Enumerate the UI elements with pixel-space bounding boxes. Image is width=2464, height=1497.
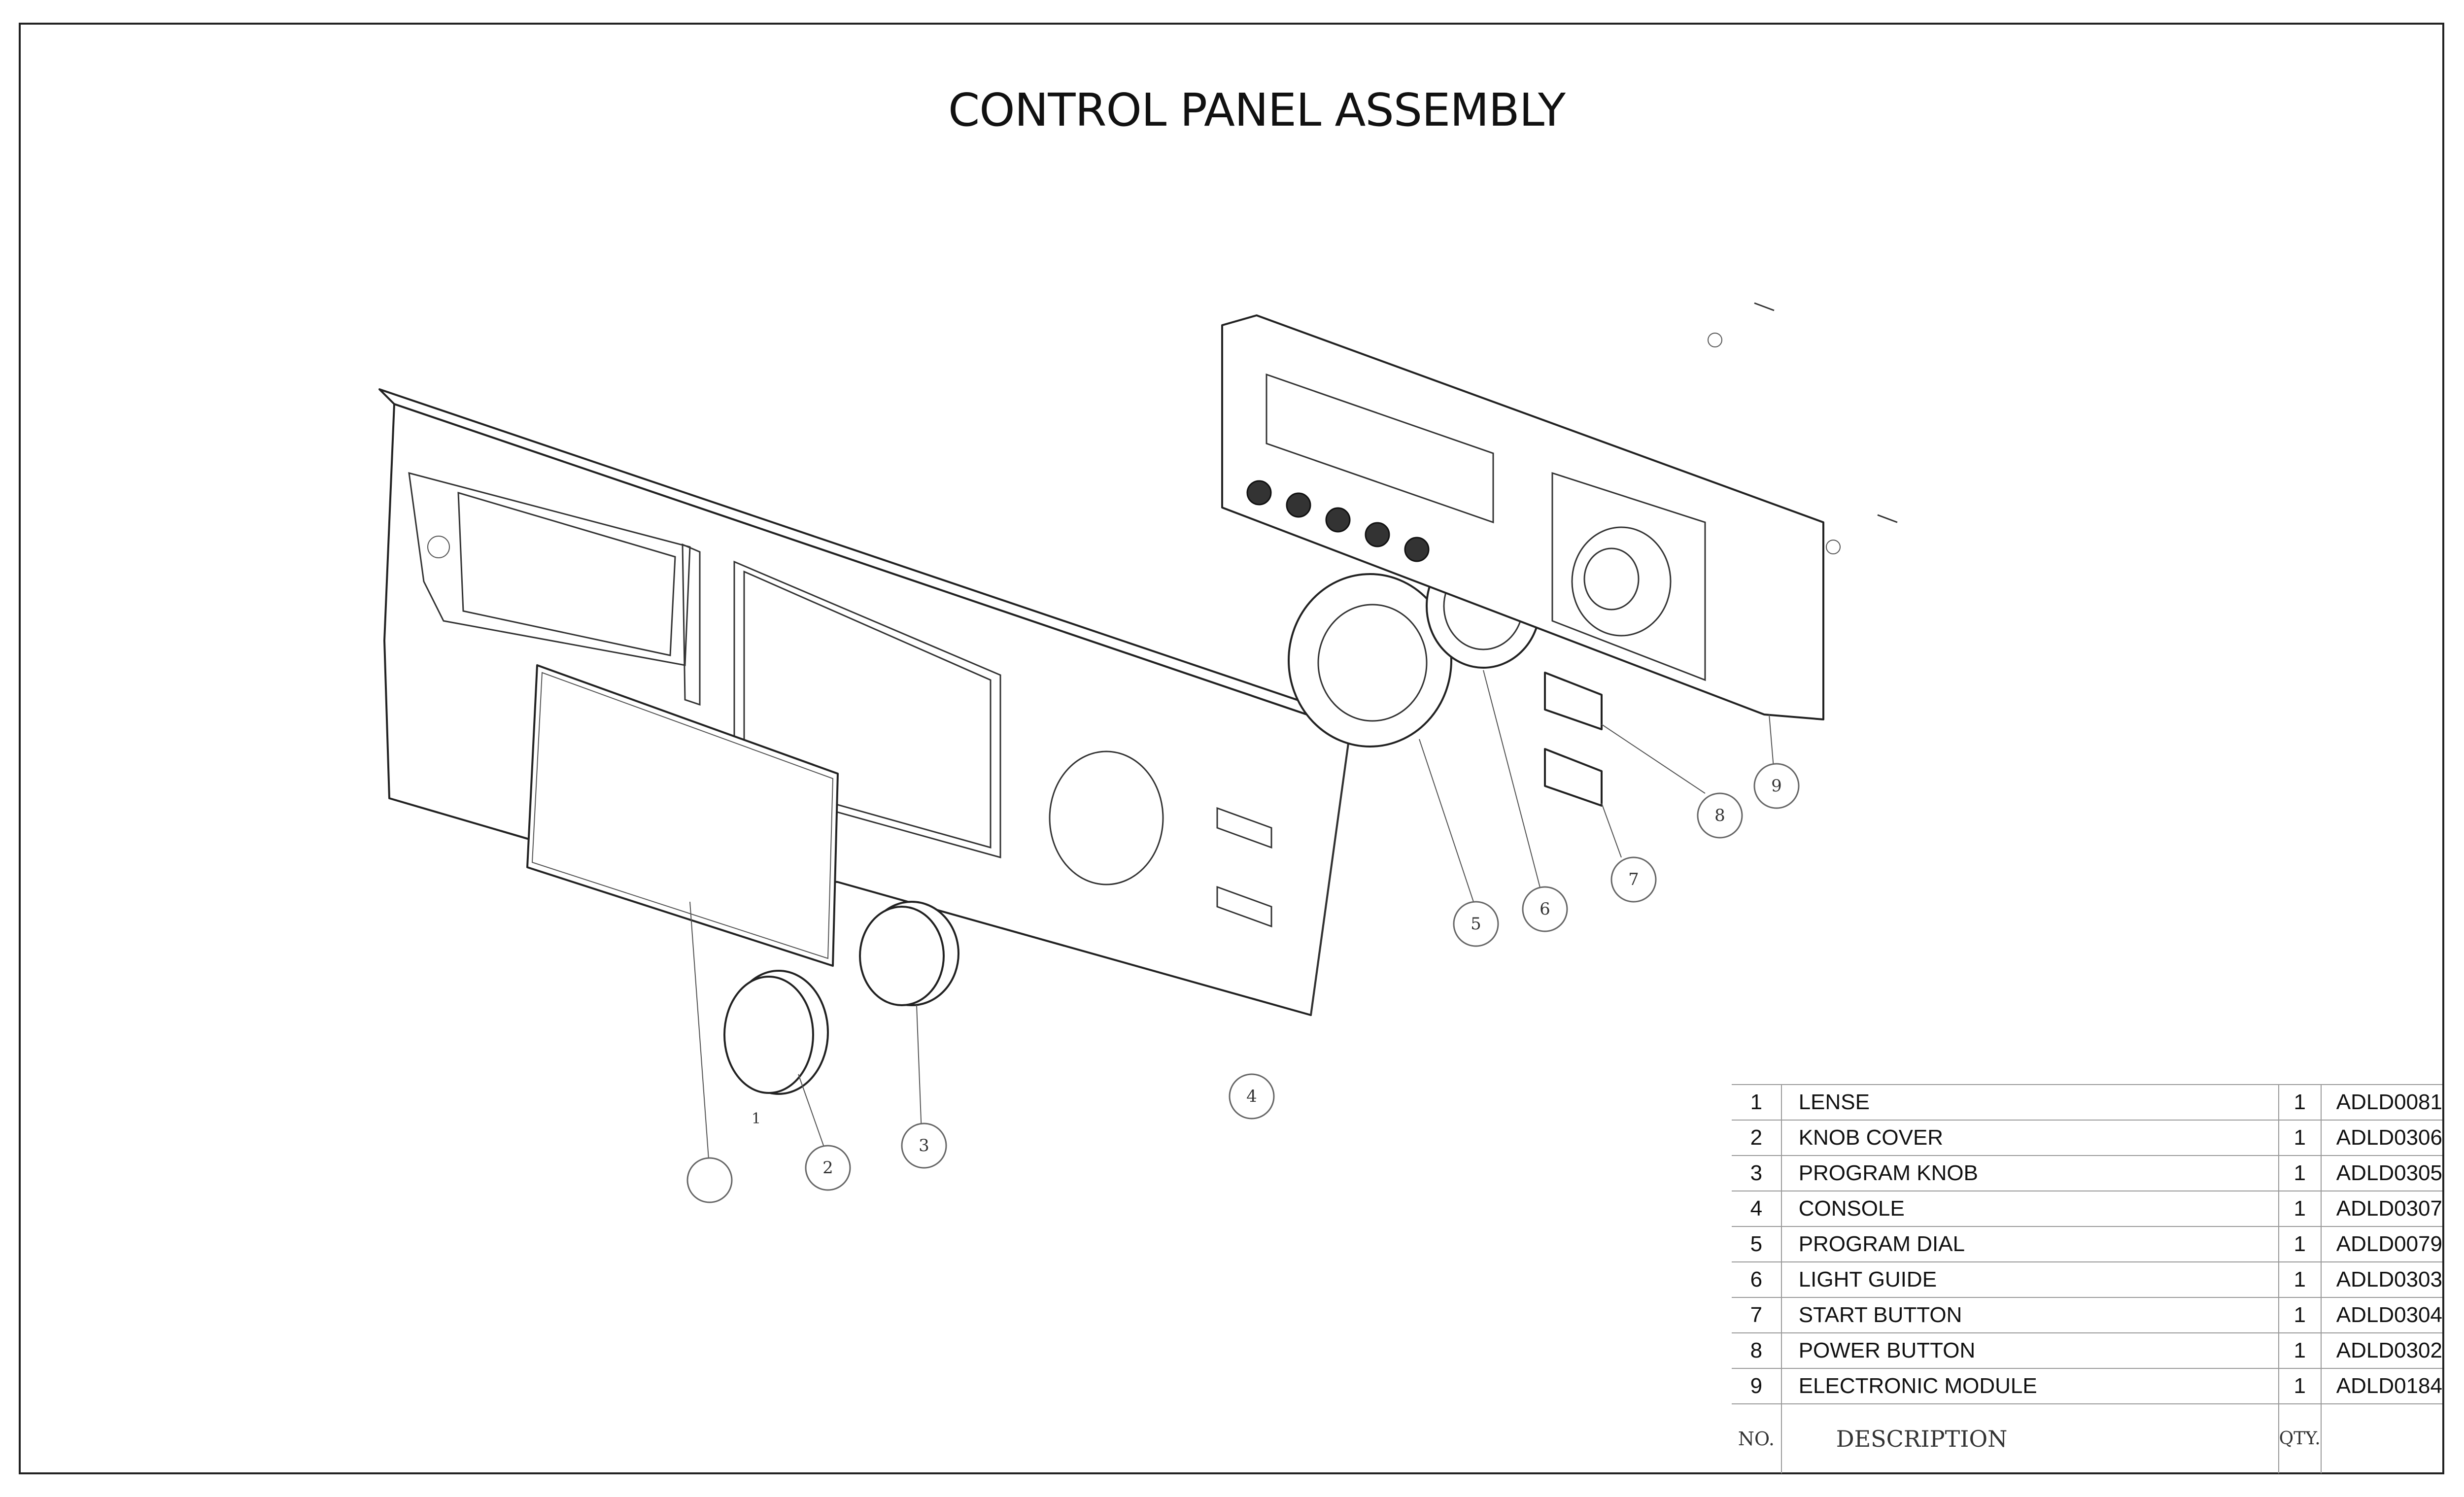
part-quantity: 1	[2278, 1191, 2322, 1226]
part-quantity: 1	[2278, 1332, 2322, 1368]
program-knob-part	[859, 901, 959, 1134]
part-code: ADLD0307	[2321, 1191, 2442, 1226]
drawing-title: CONTROL PANEL ASSEMBLY	[948, 84, 1566, 136]
part-quantity: 1	[2278, 1226, 2322, 1262]
header-qty: QTY.	[2278, 1403, 2322, 1473]
callout-8: 8	[1697, 792, 1743, 839]
part-quantity: 1	[2278, 1261, 2322, 1297]
part-description: POWER BUTTON	[1781, 1332, 2279, 1368]
part-quantity: 1	[2278, 1297, 2322, 1333]
part-description: KNOB COVER	[1781, 1120, 2279, 1156]
part-description: LIGHT GUIDE	[1781, 1261, 2279, 1297]
part-description: PROGRAM DIAL	[1781, 1226, 2279, 1262]
callout-5: 5	[1453, 901, 1499, 947]
part-code: ADLD0184	[2321, 1368, 2442, 1404]
callout-1-label: 1	[752, 1110, 761, 1127]
part-quantity: 1	[2278, 1368, 2322, 1404]
callout-4: 4	[1229, 1073, 1275, 1120]
header-description: DESCRIPTION	[1781, 1403, 2279, 1473]
svg-text:3: 3	[919, 1136, 929, 1156]
part-number: 8	[1732, 1332, 1782, 1368]
part-description: LENSE	[1781, 1084, 2279, 1120]
part-number: 2	[1732, 1120, 1782, 1156]
callout-7: 7	[1610, 856, 1657, 903]
console-part	[378, 388, 1351, 1016]
svg-text:8: 8	[1714, 806, 1725, 825]
knob-cover-part	[723, 970, 829, 1158]
part-quantity: 1	[2278, 1084, 2322, 1120]
callout-9: 9	[1753, 763, 1800, 809]
svg-text:5: 5	[1471, 914, 1481, 934]
part-number: 5	[1732, 1226, 1782, 1262]
part-number: 4	[1732, 1191, 1782, 1226]
drawing-frame	[19, 23, 2444, 1474]
part-number: 9	[1732, 1368, 1782, 1404]
part-description: START BUTTON	[1781, 1297, 2279, 1333]
part-number: 3	[1732, 1155, 1782, 1191]
header-code	[2321, 1403, 2442, 1473]
header-no: NO.	[1732, 1403, 1782, 1473]
svg-text:6: 6	[1540, 899, 1550, 919]
callout-6: 6	[1522, 886, 1568, 932]
power-button-part	[1544, 672, 1706, 794]
part-code: ADLD0306	[2321, 1120, 2442, 1156]
svg-text:7: 7	[1628, 870, 1639, 889]
part-description: ELECTRONIC MODULE	[1781, 1368, 2279, 1404]
start-button-part	[1544, 748, 1622, 858]
part-number: 7	[1732, 1297, 1782, 1333]
electronic-module-part	[1221, 302, 1898, 774]
callout-3: 3	[901, 1123, 947, 1169]
part-code: ADLD0305	[2321, 1155, 2442, 1191]
part-quantity: 1	[2278, 1120, 2322, 1156]
part-number: 6	[1732, 1261, 1782, 1297]
svg-text:9: 9	[1771, 776, 1782, 796]
part-code: ADLD0302	[2321, 1332, 2442, 1368]
part-quantity: 1	[2278, 1155, 2322, 1191]
callout-1	[686, 1157, 733, 1203]
part-code: ADLD0304	[2321, 1297, 2442, 1333]
svg-text:2: 2	[822, 1158, 833, 1178]
part-description: PROGRAM KNOB	[1781, 1155, 2279, 1191]
callout-2: 2	[805, 1145, 851, 1191]
program-dial-part	[1288, 573, 1474, 902]
part-code: ADLD0303	[2321, 1261, 2442, 1297]
part-code: ADLD0079	[2321, 1226, 2442, 1262]
lense-part	[526, 664, 839, 1173]
part-description: CONSOLE	[1781, 1191, 2279, 1226]
part-number: 1	[1732, 1084, 1782, 1120]
svg-text:4: 4	[1246, 1087, 1257, 1106]
part-code: ADLD0081	[2321, 1084, 2442, 1120]
